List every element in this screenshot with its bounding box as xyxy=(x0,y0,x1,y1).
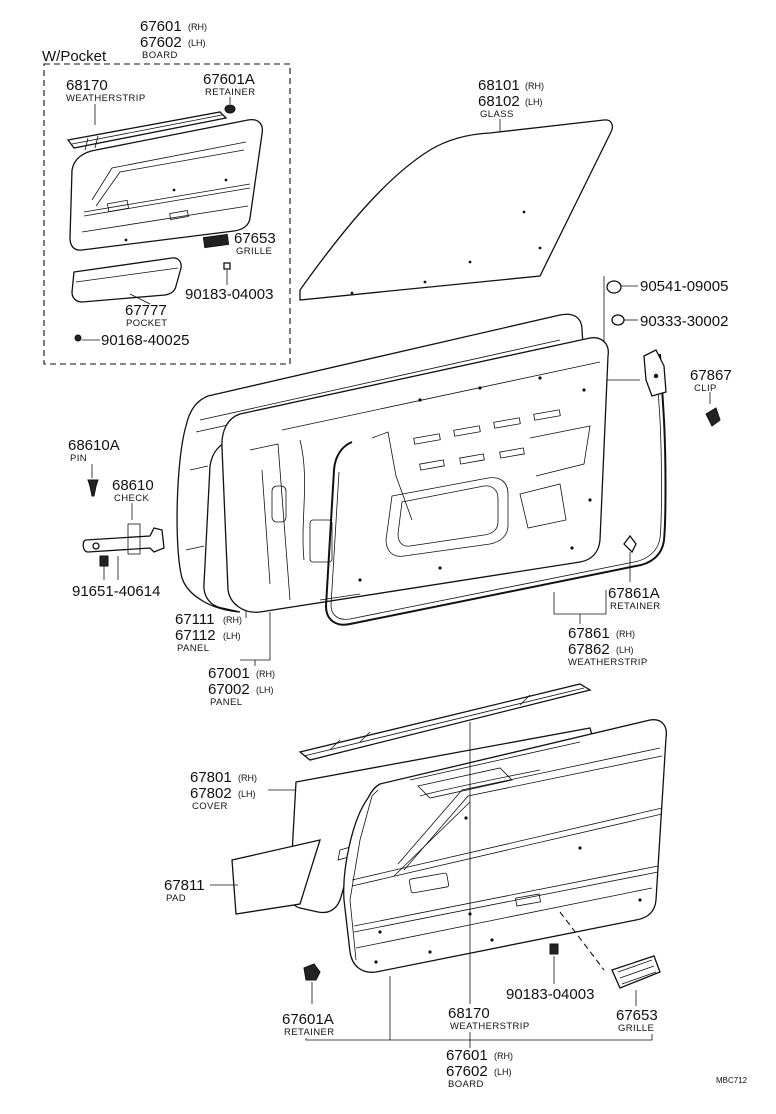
label-glass-sfx2: (LH) xyxy=(525,97,543,107)
check-part xyxy=(82,527,165,553)
door-weatherstrip-group: 67867 CLIP 67861A RETAINER 67861 (RH) 67… xyxy=(324,349,732,668)
label-washer-top-num: 90333-30002 xyxy=(640,313,728,330)
label-weatherstrip-bottom-num: 68170 xyxy=(448,1005,490,1022)
pocket-part xyxy=(71,257,182,303)
weatherstrip-bracket-part xyxy=(643,349,667,397)
washer-top-part xyxy=(611,314,625,326)
label-panel-outer-sfx2: (LH) xyxy=(256,685,274,695)
label-panel-outer-sfx1: (RH) xyxy=(256,669,275,679)
label-board-bottom-sfx1: (RH) xyxy=(494,1051,513,1061)
label-pin-num: 68610A xyxy=(68,437,120,454)
label-glass-num1: 68101 xyxy=(478,77,520,94)
label-weatherstrip-door-num1: 67861 xyxy=(568,625,610,642)
label-retainer-ws-cap: RETAINER xyxy=(610,601,661,612)
label-board-bottom-cap: BOARD xyxy=(448,1079,484,1090)
label-cover-num2: 67802 xyxy=(190,785,232,802)
label-retainer-bottom-num: 67601A xyxy=(282,1011,334,1028)
label-pad-num: 67811 xyxy=(164,877,205,894)
inset-group: W/Pocket 67601 (RH) 67602 (LH) BOARD 681… xyxy=(42,18,291,365)
pin-part xyxy=(87,479,99,497)
retainer-ws-part xyxy=(623,534,637,554)
fasteners-top-right: 90541-09005 90333-30002 xyxy=(603,276,728,381)
label-board-bottom-num2: 67602 xyxy=(446,1063,488,1080)
screw-bottom-part xyxy=(549,943,559,955)
label-weatherstrip-door-sfx2: (LH) xyxy=(616,645,634,655)
check-group: 68610A PIN 68610 CHECK 91651-40614 xyxy=(68,437,165,600)
label-retainer-bottom-cap: RETAINER xyxy=(284,1027,335,1038)
pad-part xyxy=(231,839,321,915)
label-pin-cap: PIN xyxy=(70,453,87,464)
label-screw-bottom-num: 90183-04003 xyxy=(506,986,594,1003)
inset-border xyxy=(43,63,291,365)
label-weatherstrip-bottom-cap: WEATHERSTRIP xyxy=(450,1021,530,1032)
label-cover-sfx1: (RH) xyxy=(238,773,257,783)
label-grille-inset-cap: GRILLE xyxy=(236,246,272,257)
door-panel-group xyxy=(176,313,609,613)
label-bolt-check-num: 91651-40614 xyxy=(72,583,160,600)
label-board-bottom-sfx2: (LH) xyxy=(494,1067,512,1077)
label-grille-bottom-num: 67653 xyxy=(616,1007,658,1024)
inner-panel-part xyxy=(221,337,609,613)
label-board-top-num2: 67602 xyxy=(140,34,182,51)
label-board-top-cap: BOARD xyxy=(142,50,178,61)
label-board-top-sfx2: (LH) xyxy=(188,38,206,48)
label-weatherstrip-inset-cap: WEATHERSTRIP xyxy=(66,93,146,104)
weatherstrip-inset-part xyxy=(66,111,228,149)
board-inset-part xyxy=(69,118,264,251)
label-retainer-inset-num: 67601A xyxy=(203,71,255,88)
retainer-bottom-part xyxy=(303,963,321,981)
glass-part xyxy=(299,119,613,301)
label-weatherstrip-door-cap: WEATHERSTRIP xyxy=(568,657,648,668)
bolt-check-part xyxy=(99,555,109,567)
clip-part xyxy=(705,407,721,427)
label-panel-outer-num2: 67002 xyxy=(208,681,250,698)
panel-labels: 67111 (RH) 67112 (LH) PANEL 67001 (RH) 6… xyxy=(175,610,275,708)
label-weatherstrip-inset-num: 68170 xyxy=(66,77,108,94)
label-board-top-num1: 67601 xyxy=(140,18,182,35)
label-board-bottom-num1: 67601 xyxy=(446,1047,488,1064)
label-glass-cap: GLASS xyxy=(480,109,514,120)
label-cover-num1: 67801 xyxy=(190,769,232,786)
label-retainer-ws-num: 67861A xyxy=(608,585,660,602)
label-screw-inset-num: 90183-04003 xyxy=(185,286,273,303)
inset-title: W/Pocket xyxy=(42,48,107,65)
label-clip-cap: CLIP xyxy=(694,383,717,394)
label-panel-inner-sfx2: (LH) xyxy=(223,631,241,641)
label-grille-bottom-cap: GRILLE xyxy=(618,1023,654,1034)
label-weatherstrip-door-sfx1: (RH) xyxy=(616,629,635,639)
screw-inset-part xyxy=(223,262,231,270)
grille-inset-part xyxy=(202,233,230,249)
door-weatherstrip-part xyxy=(324,353,667,626)
label-panel-outer-cap: PANEL xyxy=(210,697,242,708)
glass-group: 68101 (RH) 68102 (LH) GLASS xyxy=(299,77,613,301)
label-bolt-top-num: 90541-09005 xyxy=(640,278,728,295)
screw-pocket-part xyxy=(74,334,82,342)
label-panel-inner-num1: 67111 xyxy=(175,611,215,628)
retainer-clip-inset xyxy=(224,104,236,114)
label-grille-inset-num: 67653 xyxy=(234,230,276,247)
label-panel-inner-sfx1: (RH) xyxy=(223,615,242,625)
label-weatherstrip-door-num2: 67862 xyxy=(568,641,610,658)
label-panel-outer-num1: 67001 xyxy=(208,665,250,682)
label-glass-num2: 68102 xyxy=(478,93,520,110)
label-cover-cap: COVER xyxy=(192,801,228,812)
label-screw-pocket-num: 90168-40025 xyxy=(101,332,189,349)
lower-trim-group: 67801 (RH) 67802 (LH) COVER 67811 PAD xyxy=(164,683,668,1090)
label-retainer-inset-cap: RETAINER xyxy=(205,87,256,98)
label-pocket-cap: POCKET xyxy=(126,318,167,329)
diagram-code: MBC712 xyxy=(716,1076,748,1085)
label-clip-num: 67867 xyxy=(690,367,732,384)
label-cover-sfx2: (LH) xyxy=(238,789,256,799)
board-bottom-part xyxy=(343,719,668,973)
label-pocket-num: 67777 xyxy=(125,302,167,319)
bolt-top-part xyxy=(606,280,622,294)
label-check-num: 68610 xyxy=(112,477,154,494)
label-glass-sfx1: (RH) xyxy=(525,81,544,91)
label-panel-inner-num2: 67112 xyxy=(175,627,216,644)
label-board-top-sfx1: (RH) xyxy=(188,22,207,32)
label-pad-cap: PAD xyxy=(166,893,186,904)
label-check-cap: CHECK xyxy=(114,493,150,504)
label-panel-inner-cap: PANEL xyxy=(177,643,209,654)
